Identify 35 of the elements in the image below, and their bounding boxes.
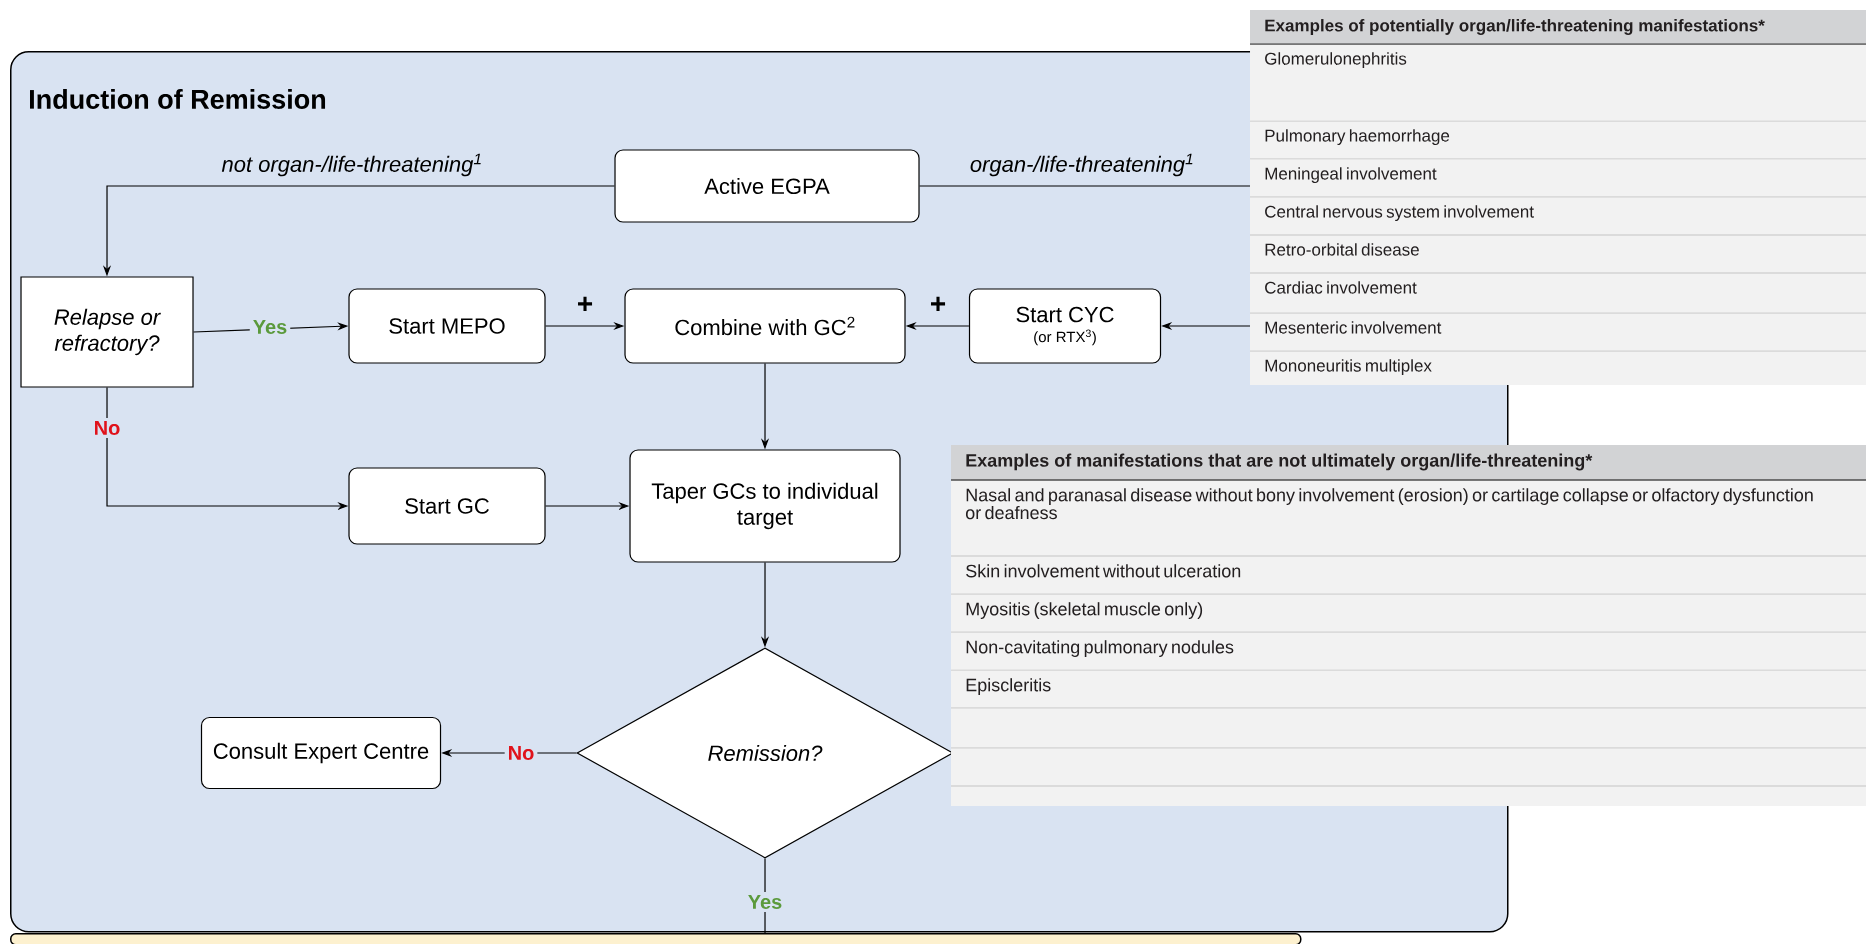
edge-label: + [931, 296, 946, 311]
table-cell: Glomerulonephritis [1265, 52, 1407, 69]
edge-label: + [578, 296, 593, 311]
process-box: Start MEPO [348, 288, 546, 364]
edge-label: organ-/life-threatening$^{1}$ [970, 153, 1193, 177]
table-cell: Mononeuritis multiplex [1265, 359, 1432, 376]
table-cell: Nasal and paranasal disease without bony involvement (erosion) or cartilage collapse or olfactory dysfunction or deafness [965, 488, 1813, 520]
table-cell: Meningeal involvement [1265, 167, 1437, 184]
table-cell: Non-cavitating pulmonary nodules [966, 640, 1234, 657]
process-box: Active EGPA [614, 149, 920, 223]
process-box: Start CYC (or RTX$^{3}$) [968, 288, 1162, 364]
process-box: Consult Expert Centre [200, 716, 442, 790]
table [1249, 10, 1866, 385]
table [950, 445, 1866, 806]
decision-box: Relapse or refractory? [20, 276, 194, 388]
edge-label: No [504, 743, 538, 763]
edge-label: Yes [744, 892, 786, 912]
table-cell: Central nervous system involvement [1265, 205, 1534, 222]
table-header: Examples of potentially organ/life-threatening manifestations* [1265, 19, 1765, 35]
table-cell: Cardiac involvement [1265, 281, 1417, 294]
process-box: Start GC [348, 467, 546, 545]
process-box: Taper GCs to individual target [629, 449, 901, 563]
edge-label: not organ-/life-threatening$^{1}$ [221, 153, 481, 177]
panel-title: Induction of Remission [30, 89, 326, 109]
table-cell: Pulmonary haemorrhage [1265, 129, 1450, 146]
table-header: Examples of manifestations that are not ultimately organ/life-threatening* [966, 453, 1593, 471]
table-cell: Myositis (skeletal muscle only) [966, 602, 1203, 619]
edge-label: No [90, 418, 124, 438]
edge-label: Yes [249, 317, 291, 337]
table-cell: Retro-orbital disease [1265, 243, 1419, 256]
table-cell: Episcleritis [966, 678, 1051, 695]
table-cell: Mesenteric involvement [1265, 321, 1442, 334]
table-cell: Skin involvement without ulceration [966, 564, 1241, 578]
panel [10, 933, 1302, 944]
process-box: Combine with GC$^{2}$ [624, 288, 906, 364]
